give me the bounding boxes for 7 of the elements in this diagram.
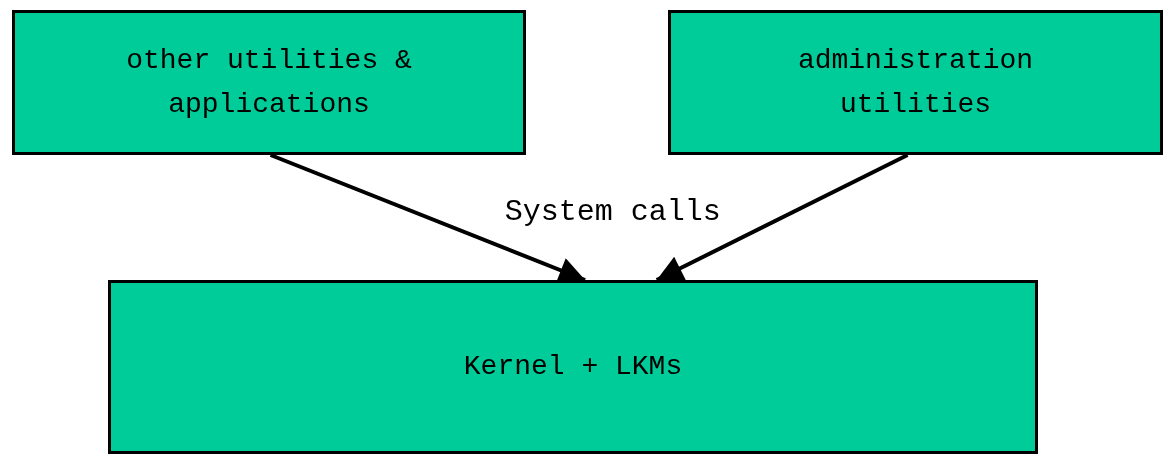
box-label: other utilities & applications (125, 44, 413, 122)
process-box (12, 10, 526, 155)
box-label: Kernel + LKMs (463, 350, 683, 385)
box-label: administration utilities (796, 44, 1035, 122)
process-box (668, 10, 1163, 155)
arrow (655, 153, 909, 282)
process-box (108, 280, 1038, 454)
